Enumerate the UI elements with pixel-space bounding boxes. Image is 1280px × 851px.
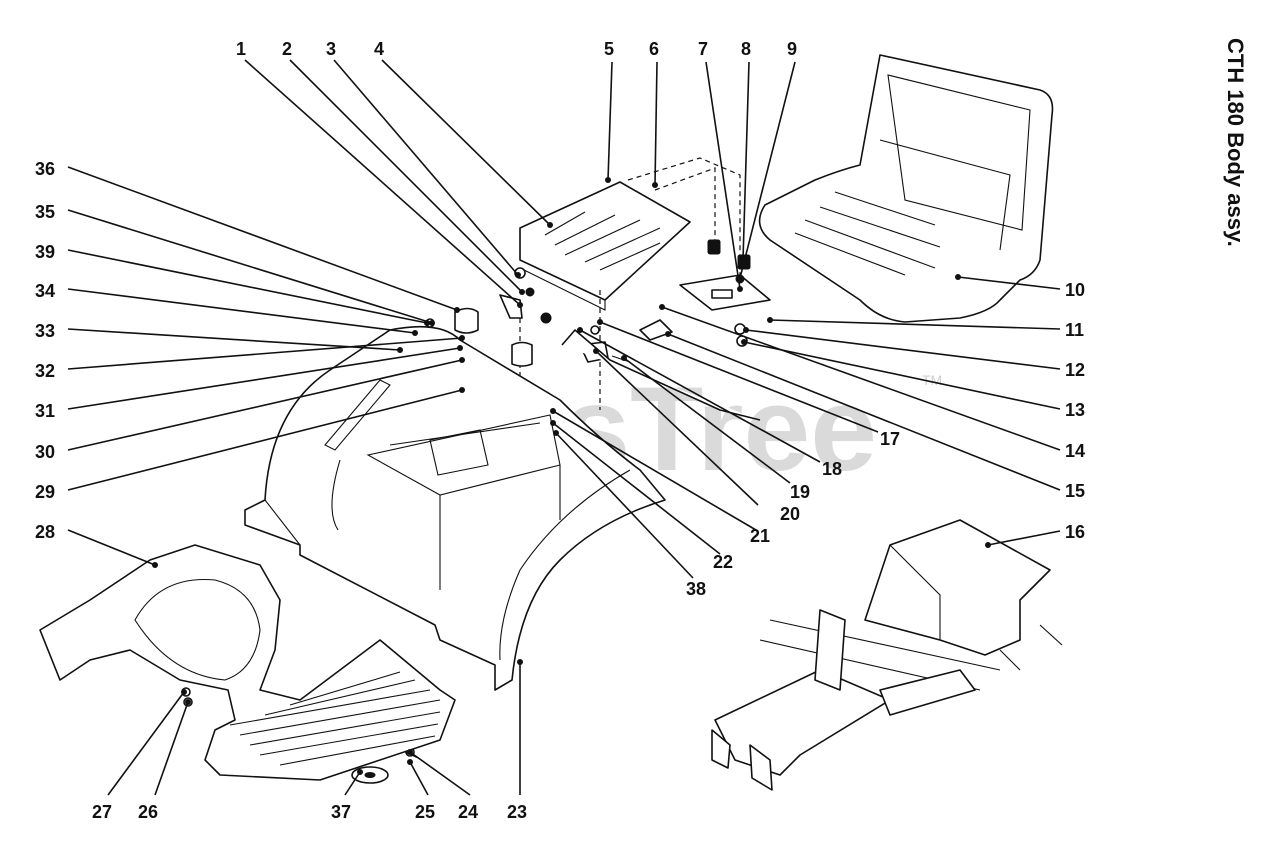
floor-pan <box>39 544 456 781</box>
callout-37: 37 <box>331 802 351 822</box>
callout-1: 1 <box>236 39 246 59</box>
callout-12: 12 <box>1065 360 1085 380</box>
frame <box>711 519 1063 791</box>
callout-24: 24 <box>458 802 478 822</box>
callout-set: 1 2 3 4 5 6 7 8 9 10 11 12 13 14 15 16 <box>35 39 1085 822</box>
callout-18: 18 <box>822 459 842 479</box>
diagram-title: CTH 180 Body assy. <box>1223 38 1248 247</box>
callout-30: 30 <box>35 442 55 462</box>
fender-body <box>244 325 666 691</box>
callout-22: 22 <box>713 552 733 572</box>
callout-23: 23 <box>507 802 527 822</box>
callout-8: 8 <box>741 39 751 59</box>
callout-15: 15 <box>1065 481 1085 501</box>
callout-39: 39 <box>35 242 55 262</box>
callout-31: 31 <box>35 401 55 421</box>
callout-21: 21 <box>750 526 770 546</box>
seat <box>758 54 1054 323</box>
callout-14: 14 <box>1065 441 1085 461</box>
callout-17: 17 <box>880 429 900 449</box>
callout-26: 26 <box>138 802 158 822</box>
callout-32: 32 <box>35 361 55 381</box>
callout-20: 20 <box>780 504 800 524</box>
callout-33: 33 <box>35 321 55 341</box>
callout-35: 35 <box>35 202 55 222</box>
callout-16: 16 <box>1065 522 1085 542</box>
callout-6: 6 <box>649 39 659 59</box>
callout-36: 36 <box>35 159 55 179</box>
callout-3: 3 <box>326 39 336 59</box>
seat-rail <box>679 274 771 311</box>
callout-34: 34 <box>35 281 55 301</box>
seat-plate <box>519 181 691 311</box>
callout-5: 5 <box>604 39 614 59</box>
callout-28: 28 <box>35 522 55 542</box>
callout-13: 13 <box>1065 400 1085 420</box>
callout-38: 38 <box>686 579 706 599</box>
callout-10: 10 <box>1065 280 1085 300</box>
callout-2: 2 <box>282 39 292 59</box>
watermark-trademark: TM <box>922 372 942 388</box>
callout-25: 25 <box>415 802 435 822</box>
callout-4: 4 <box>374 39 384 59</box>
callout-27: 27 <box>92 802 112 822</box>
callout-19: 19 <box>790 482 810 502</box>
callout-9: 9 <box>787 39 797 59</box>
callout-11: 11 <box>1065 320 1084 340</box>
callout-7: 7 <box>698 39 708 59</box>
callout-29: 29 <box>35 482 55 502</box>
